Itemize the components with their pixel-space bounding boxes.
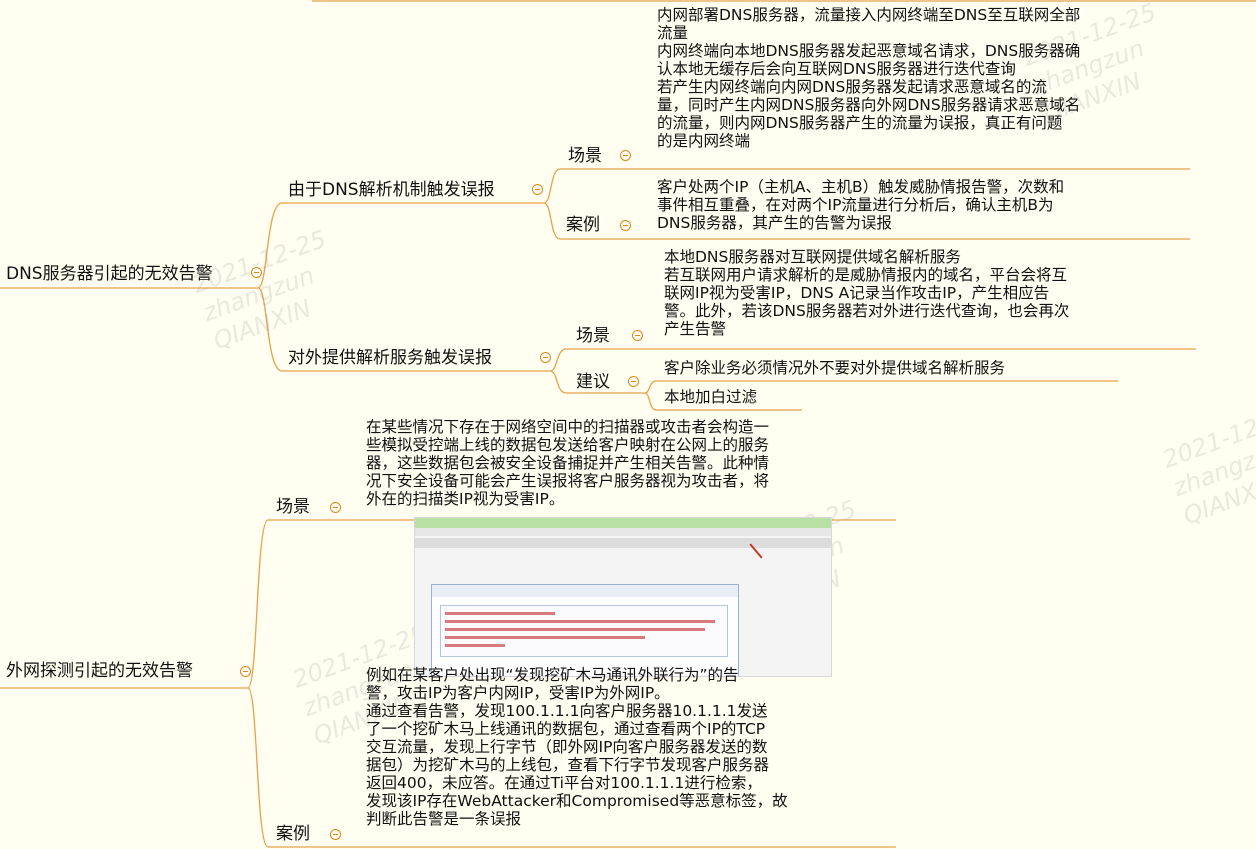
external-scene-text: 本地DNS服务器对互联网提供域名解析服务 若互联网用户请求解析的是威胁情报内的域…	[664, 248, 1070, 338]
collapse-icon[interactable]	[540, 352, 551, 363]
branch-external-resolve[interactable]: 对外提供解析服务触发误报	[288, 348, 492, 368]
mechanism-scene-label[interactable]: 场景	[568, 146, 602, 166]
probe-case-text: 例如在某客户处出现“发现挖矿木马通讯外联行为”的告 警，攻击IP为客户内网IP，…	[366, 666, 788, 828]
root-node-dns-invalid-alert[interactable]: DNS服务器引起的无效告警	[6, 264, 213, 284]
mechanism-scene-text: 内网部署DNS服务器，流量接入内网终端至DNS至互联网全部 流量 内网终端向本地…	[657, 6, 1081, 150]
probe-scene-label[interactable]: 场景	[276, 497, 310, 517]
collapse-icon[interactable]	[620, 150, 631, 161]
collapse-icon[interactable]	[251, 267, 262, 278]
branch-dns-mechanism[interactable]: 由于DNS解析机制触发误报	[288, 180, 495, 200]
collapse-icon[interactable]	[532, 184, 543, 195]
probe-scene-text: 在某些情况下存在于网络空间中的扫描器或攻击者会构造一 些模拟受控端上线的数据包发…	[366, 418, 770, 508]
mechanism-case-text: 客户处两个IP（主机A、主机B）触发威胁情报告警，次数和 事件相互重叠，在对两个…	[657, 178, 1065, 232]
collapse-icon[interactable]	[620, 220, 631, 231]
external-advice-label[interactable]: 建议	[576, 372, 610, 392]
advice-item[interactable]: 本地加白过滤	[664, 388, 758, 406]
collapse-icon[interactable]	[628, 376, 639, 387]
collapse-icon[interactable]	[632, 330, 643, 341]
packet-capture-screenshot	[414, 517, 832, 677]
root-node-external-probe-alert[interactable]: 外网探测引起的无效告警	[6, 661, 193, 681]
external-scene-label[interactable]: 场景	[576, 326, 610, 346]
advice-item[interactable]: 客户除业务必须情况外不要对外提供域名解析服务	[664, 359, 1006, 377]
collapse-icon[interactable]	[330, 502, 341, 513]
probe-case-label[interactable]: 案例	[276, 824, 310, 844]
collapse-icon[interactable]	[240, 666, 251, 677]
collapse-icon[interactable]	[330, 829, 341, 840]
mechanism-case-label[interactable]: 案例	[566, 215, 600, 235]
